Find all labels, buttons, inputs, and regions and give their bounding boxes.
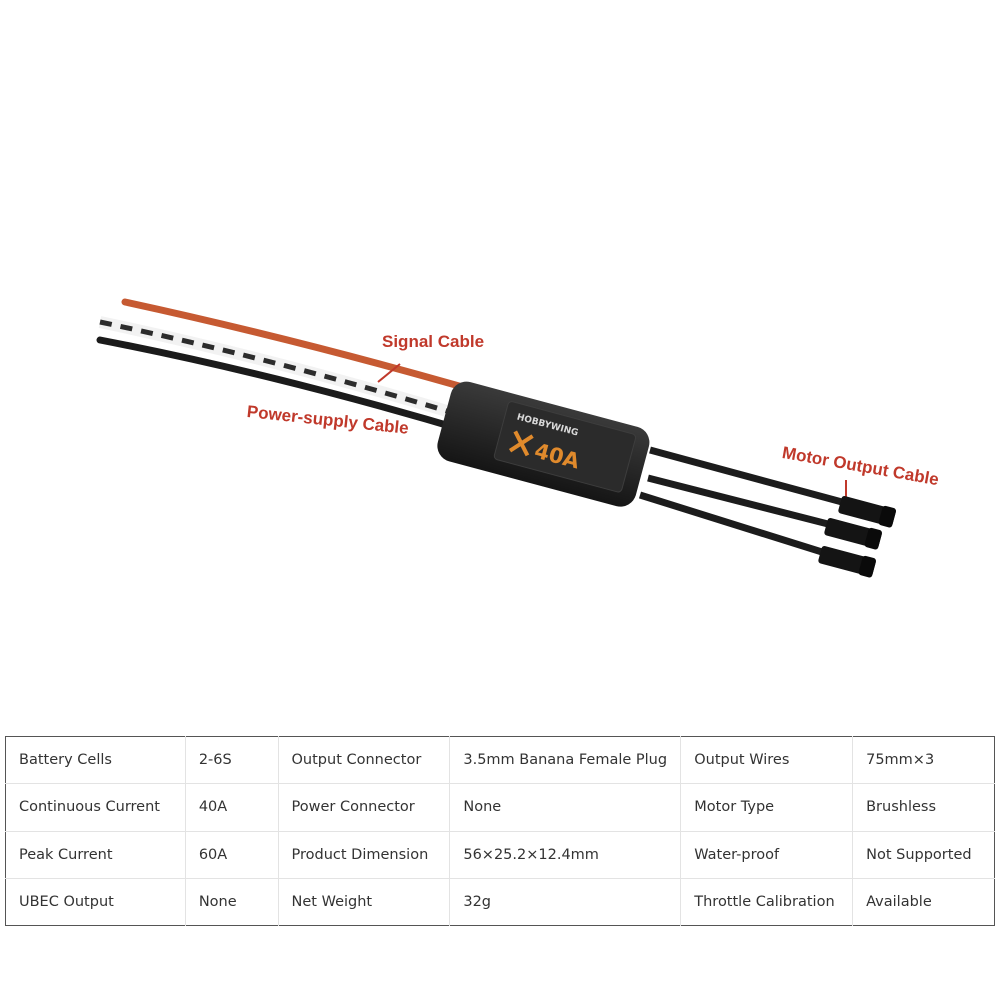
- spec-label: Net Weight: [278, 878, 451, 926]
- spec-label: Water-proof: [680, 831, 854, 879]
- spec-value: 40A: [185, 783, 279, 832]
- spec-label: Power Connector: [278, 783, 451, 832]
- spec-value: 32g: [449, 878, 682, 926]
- power-cable-black: [96, 336, 474, 436]
- motor-wire-2: [647, 474, 829, 528]
- twisted-signal-wire: [99, 319, 471, 421]
- banana-plug-1: [838, 495, 897, 528]
- table-row: UBEC Output None Net Weight 32g Throttle…: [5, 878, 995, 926]
- spec-label: Battery Cells: [5, 736, 186, 785]
- motor-wire-1: [649, 446, 843, 506]
- spec-label: Output Connector: [278, 736, 451, 785]
- spec-label: Continuous Current: [5, 783, 186, 832]
- spec-value: None: [449, 783, 682, 832]
- table-row: Peak Current 60A Product Dimension 56×25…: [5, 831, 995, 879]
- spec-value: 75mm×3: [852, 736, 995, 785]
- banana-plug-2: [824, 517, 883, 550]
- x-logo-icon: [508, 430, 534, 457]
- spec-label: Product Dimension: [278, 831, 451, 879]
- table-row: Battery Cells 2-6S Output Connector 3.5m…: [5, 736, 995, 785]
- spec-label: UBEC Output: [5, 878, 186, 926]
- signal-leader-line: [377, 363, 401, 383]
- spec-value: 2-6S: [185, 736, 279, 785]
- spec-value: 56×25.2×12.4mm: [449, 831, 682, 879]
- spec-value: None: [185, 878, 279, 926]
- spec-value: Available: [866, 893, 932, 910]
- spec-label: Peak Current: [5, 831, 186, 879]
- signal-cable-label: Signal Cable: [382, 332, 485, 351]
- banana-plug-3: [818, 545, 877, 578]
- esc-product-image: HOBBYWING 40A: [96, 298, 897, 578]
- signal-wire-red: [121, 298, 484, 396]
- spec-table: Battery Cells 2-6S Output Connector 3.5m…: [5, 736, 995, 926]
- spec-value: 3.5mm Banana Female Plug: [449, 736, 682, 785]
- spec-value: 60A: [185, 831, 279, 879]
- spec-label: Output Wires: [680, 736, 854, 785]
- esc-body: HOBBYWING 40A: [437, 381, 650, 507]
- motor-wire-3: [638, 491, 824, 556]
- spec-value: Not Supported: [852, 831, 995, 879]
- spec-label: Throttle Calibration: [680, 878, 854, 926]
- spec-value: Brushless: [852, 783, 995, 832]
- table-row: Continuous Current 40A Power Connector N…: [5, 783, 995, 832]
- spec-label: Motor Type: [680, 783, 854, 832]
